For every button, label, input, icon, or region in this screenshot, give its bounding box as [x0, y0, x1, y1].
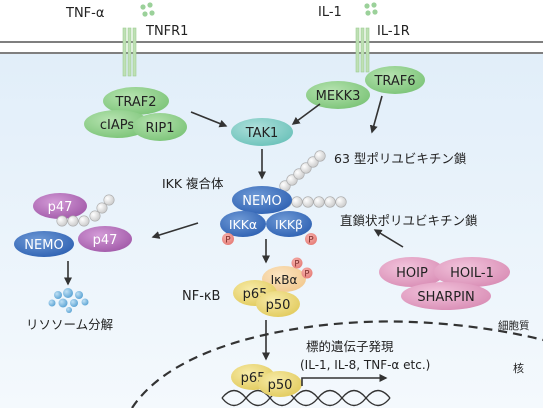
p50-nucleus-label: p50: [268, 378, 293, 393]
ikb-alpha-label: IκBα: [271, 273, 298, 287]
phospho-label: P: [308, 236, 314, 246]
ikb-alpha-protein: IκBα: [262, 266, 306, 292]
p47-protein-right: p47: [78, 226, 132, 252]
rip1-label: RIP1: [146, 121, 175, 136]
p47-label: p47: [48, 200, 73, 215]
k63-ubiquitin-chain: [279, 150, 326, 192]
il1r-receptor: [355, 27, 370, 73]
ciaps-label: cIAPs: [100, 118, 134, 133]
tnf-alpha-label: TNF-α: [65, 6, 104, 21]
ikk-beta-label: IKKβ: [275, 217, 303, 232]
p50-protein: p50: [256, 291, 300, 317]
cytoplasm-label: 細胞質: [498, 319, 530, 332]
dna-helix: [221, 389, 391, 407]
nucleus-label: 核: [513, 361, 524, 375]
ikk-alpha-protein: IKKα: [220, 211, 266, 237]
arrow-traf6-to-k63: [369, 95, 383, 134]
ikk-beta-protein: IKKβ: [266, 211, 312, 237]
mekk3-protein: MEKK3: [306, 81, 370, 109]
phospho-ikk-alpha: P: [222, 233, 234, 246]
k63-chain-label: 63 型ポリユビキチン鎖: [334, 151, 467, 166]
target-genes-list: (IL-1, IL-8, TNF-α etc.): [300, 358, 430, 372]
il1-ligand-dots: [364, 2, 378, 16]
phospho-ikb-1: P: [291, 257, 303, 270]
traf6-protein: TRAF6: [365, 66, 425, 94]
lysosome-label: リソソーム分解: [26, 317, 113, 332]
p47-label: p47: [93, 233, 118, 248]
phospho-label: P: [225, 236, 231, 246]
hoil1-label: HOIL-1: [450, 266, 494, 281]
phospho-label: P: [294, 260, 299, 270]
nuclear-envelope: [131, 320, 543, 409]
tnfr1-receptor: [122, 27, 137, 77]
ikk-complex-label: IKK 複合体: [162, 176, 224, 191]
arrow-transcription: [301, 374, 388, 386]
arrow-tnfr-to-tak1: [190, 111, 228, 128]
tnfr1-label: TNFR1: [145, 24, 188, 39]
arrow-ikk-to-p47: [151, 222, 199, 239]
plasma-membrane: [0, 41, 543, 54]
traf2-protein: TRAF2: [103, 87, 169, 115]
nemo-left-label: NEMO: [24, 238, 63, 253]
rip1-protein: RIP1: [133, 113, 187, 141]
phospho-label: P: [304, 270, 309, 280]
phospho-ikk-beta: P: [305, 233, 317, 246]
il1-label: IL-1: [318, 5, 342, 20]
p50-protein-nucleus: p50: [258, 371, 302, 397]
p50-label: p50: [266, 298, 291, 313]
arrows: [64, 95, 404, 386]
ikk-alpha-label: IKKα: [229, 217, 257, 232]
nemo-label: NEMO: [242, 194, 281, 209]
nemo-protein-left: NEMO: [14, 231, 74, 257]
linear-chain-label: 直鎖状ポリユビキチン鎖: [340, 213, 478, 228]
lysosome-degradation-icon: [48, 288, 89, 313]
p47-protein-top: p47: [33, 193, 87, 219]
mekk3-label: MEKK3: [316, 89, 361, 104]
arrow-lubac-to-linear-chain: [373, 229, 404, 248]
phospho-ikb-2: P: [301, 267, 313, 280]
target-genes-title: 標的遺伝子発現: [306, 339, 394, 354]
ciaps-protein: cIAPs: [84, 110, 150, 138]
nemo-protein: NEMO: [232, 186, 292, 214]
tak1-protein: TAK1: [231, 118, 293, 146]
il1r-label: IL-1R: [377, 24, 410, 39]
arrow-il1r-to-tak1: [291, 103, 321, 125]
hoip-protein: HOIP: [379, 257, 445, 287]
sharpin-label: SHARPIN: [417, 290, 474, 305]
tak1-label: TAK1: [245, 126, 279, 141]
hoil1-protein: HOIL-1: [434, 257, 510, 287]
hoip-label: HOIP: [396, 266, 428, 281]
tnf-alpha-ligand-dots: [140, 2, 155, 17]
traf2-label: TRAF2: [114, 95, 156, 110]
nfkb-label: NF-κB: [182, 289, 220, 304]
traf6-label: TRAF6: [373, 74, 415, 89]
left-ubiquitin-chain: [56, 194, 115, 227]
sharpin-protein: SHARPIN: [401, 282, 491, 310]
